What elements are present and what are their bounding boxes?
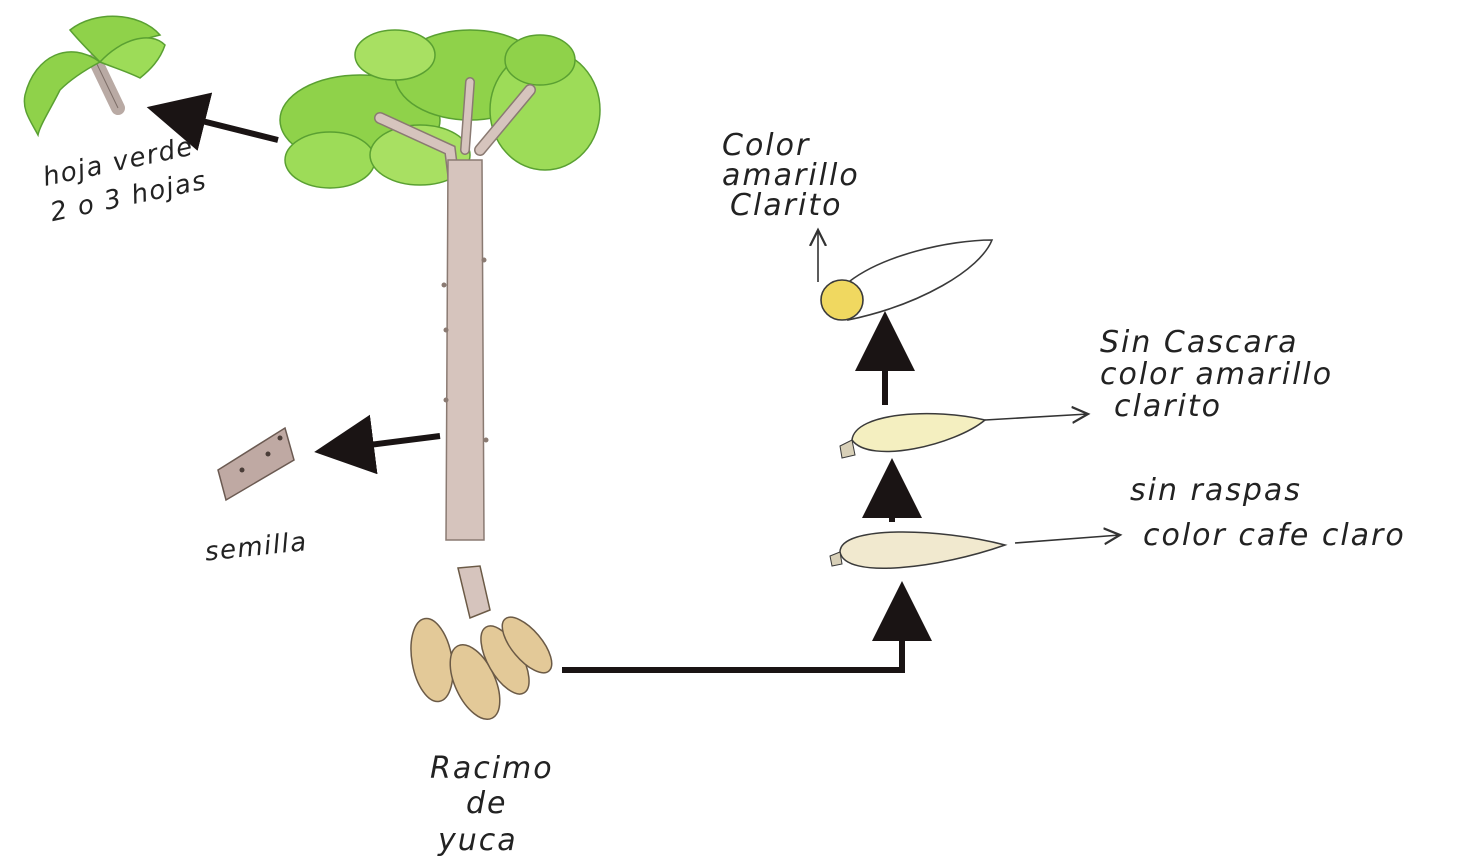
cluster-label-line3: yuca [437, 823, 518, 858]
peeled-label-line2: color amarillo [1100, 357, 1333, 392]
cluster-label-line1: Racimo [430, 751, 554, 786]
leaf-sprig-icon [24, 16, 165, 135]
process-arrow [562, 605, 902, 670]
color-label-line3: Clarito [730, 188, 842, 223]
seed-arrow [338, 436, 440, 449]
peeled-pointer [985, 414, 1088, 420]
peeled-label-line1: Sin Cascara [1100, 325, 1298, 360]
scraped-pointer [1015, 535, 1120, 543]
cassava-plant-icon [280, 30, 600, 540]
stem-cutting-icon [218, 428, 294, 500]
peeled-root-icon [840, 414, 985, 458]
scraped-label-line2: color cafe claro [1143, 518, 1406, 553]
cut-root-icon [821, 240, 992, 320]
scraped-label-line1: sin raspas [1130, 473, 1302, 508]
cluster-label-line2: de [466, 786, 508, 821]
peeled-label-line3: clarito [1114, 389, 1222, 424]
root-cluster-icon [405, 566, 560, 727]
scraped-root-icon [830, 532, 1005, 568]
seed-label: semilla [203, 527, 309, 568]
